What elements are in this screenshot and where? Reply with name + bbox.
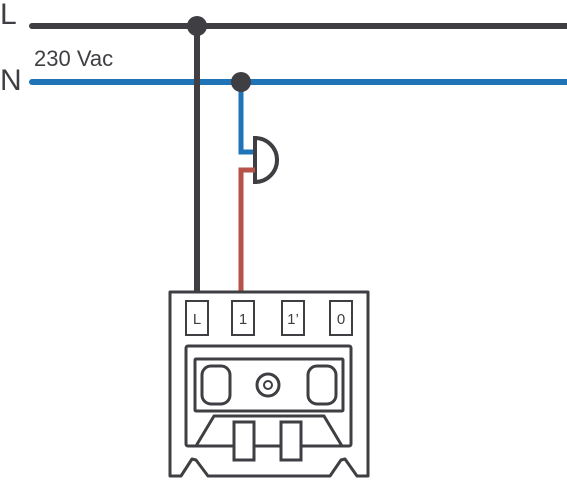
terminal-1-prime [281,300,305,336]
terminal-L [185,300,209,336]
live-junction-dot [187,16,207,36]
neutral-drop-wire [238,82,255,155]
terminal-block-row: L 1 1’ 0 [185,300,353,336]
terminal-label-L: L [193,311,201,328]
switched-wire [238,167,255,292]
center-screw-inner [263,380,273,390]
lower-trapezoid [194,414,344,447]
terminal-0 [329,300,353,336]
terminal-label-0: 0 [337,311,345,328]
right-slot [306,364,338,406]
neutral-junction-dot [231,72,251,92]
neutral-line-label: N [0,64,22,97]
left-slot [200,364,232,406]
left-contact [232,420,256,462]
terminal-label-1-prime: 1’ [287,311,299,328]
right-contact [279,420,303,462]
bell-icon [254,136,279,184]
voltage-label: 230 Vac [34,46,113,71]
terminal-1 [231,300,255,336]
live-line-label: L [0,0,17,31]
terminal-label-1: 1 [239,311,247,328]
